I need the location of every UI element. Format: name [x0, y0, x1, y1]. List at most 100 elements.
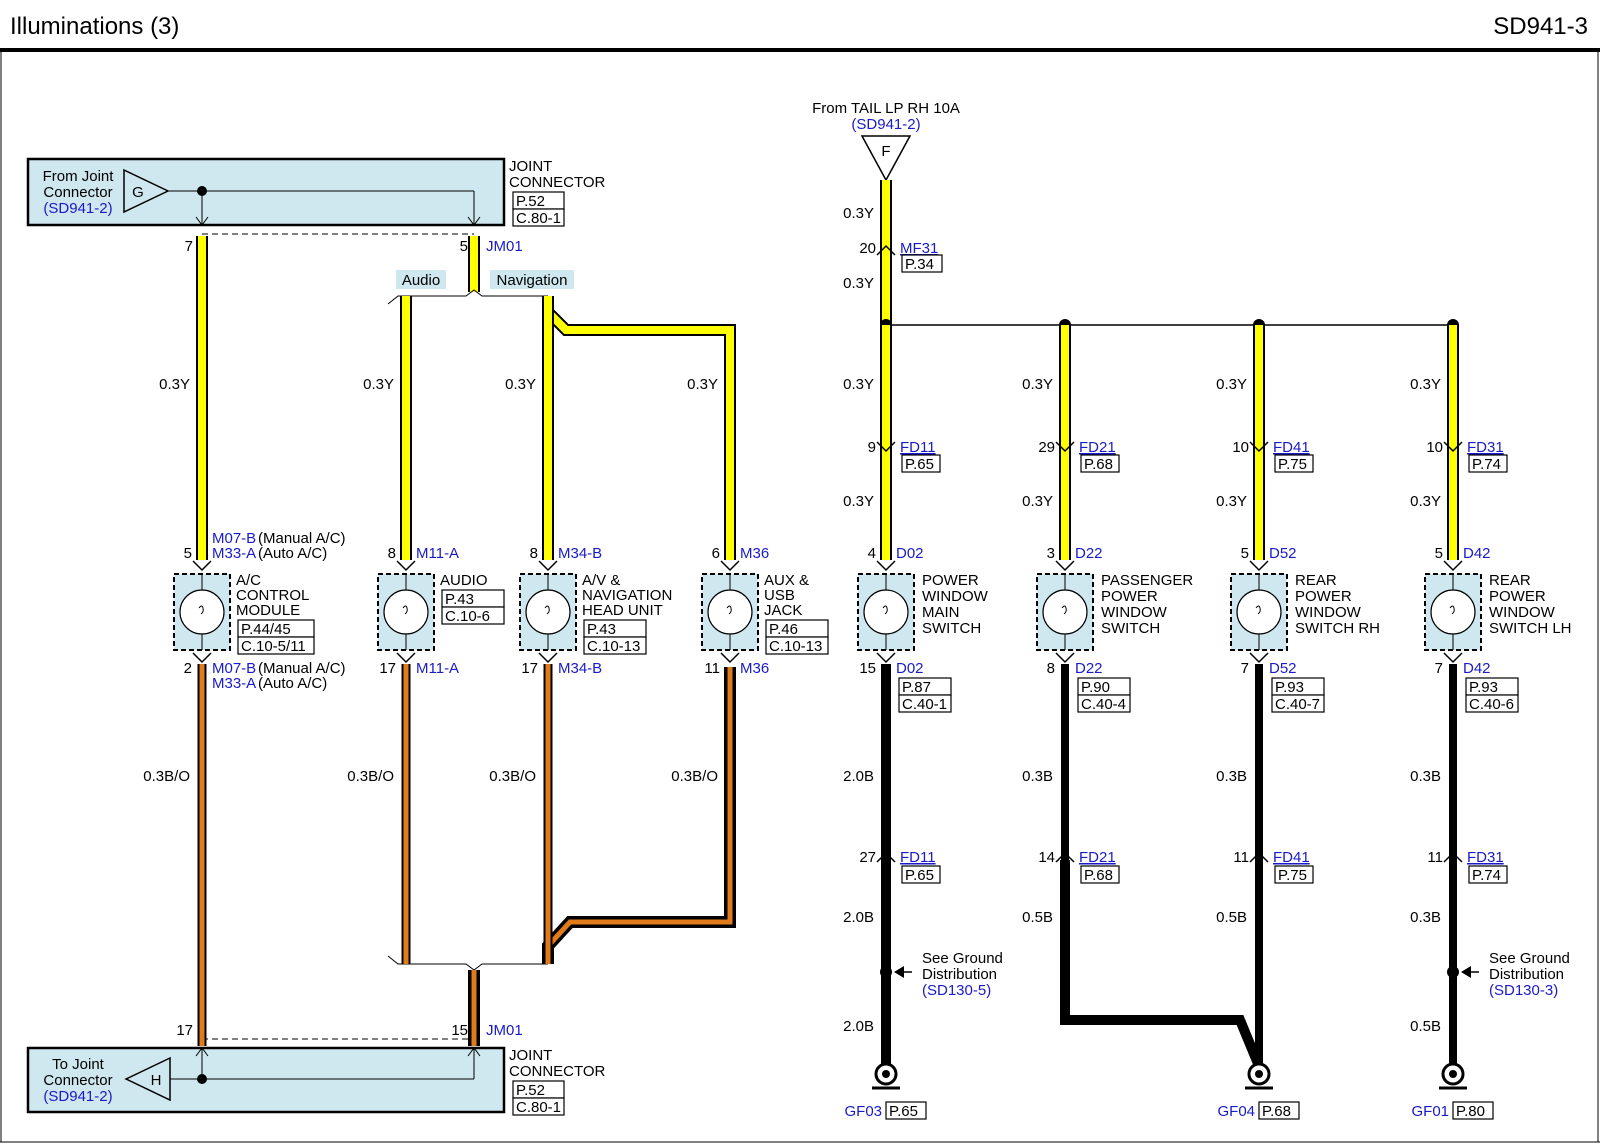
component-conn[interactable]: C.40-1: [902, 696, 947, 713]
see-ground-ref[interactable]: (SD130-5): [922, 982, 991, 999]
pin-number: 11: [1233, 849, 1249, 866]
connector-id[interactable]: D02: [896, 545, 924, 562]
connector-id[interactable]: FD11: [900, 849, 936, 866]
connector-id[interactable]: FD21: [1079, 439, 1116, 456]
connector-page[interactable]: P.68: [1084, 456, 1113, 473]
connector-id[interactable]: FD31: [1467, 849, 1504, 866]
ground-page-box: [1258, 1101, 1300, 1120]
wire-spec: 2.0B: [843, 768, 874, 785]
ground-id[interactable]: GF03: [844, 1103, 882, 1120]
splice-dot: [880, 966, 892, 978]
connector-page-box: [901, 254, 943, 273]
connector-page[interactable]: P.75: [1278, 456, 1307, 473]
pin-number: 7: [185, 238, 193, 255]
component-conn[interactable]: C.40-6: [1469, 696, 1514, 713]
connector-id[interactable]: FD31: [1467, 439, 1504, 456]
component-page[interactable]: P.46: [769, 621, 798, 638]
component-name: SWITCH: [1101, 620, 1160, 637]
joint-conn[interactable]: C.80-1: [516, 210, 561, 227]
connector-page[interactable]: P.65: [905, 456, 934, 473]
ground-id[interactable]: GF04: [1217, 1103, 1255, 1120]
connector-id[interactable]: D42: [1463, 545, 1491, 562]
signal-letter-h: H: [151, 1072, 162, 1089]
connector-page-box: [1080, 454, 1120, 473]
joint-connector-box: [26, 1046, 506, 1114]
connector-page[interactable]: P.68: [1084, 867, 1113, 884]
from-joint-ref[interactable]: (SD941-2): [43, 200, 112, 217]
component-page[interactable]: P.93: [1275, 679, 1304, 696]
component-name: AUDIO: [440, 572, 488, 589]
see-ground-ref[interactable]: (SD130-3): [1489, 982, 1558, 999]
ground-page[interactable]: P.80: [1456, 1103, 1485, 1120]
wire-spec: 0.3Y: [843, 275, 874, 292]
component-conn[interactable]: C.10-5/11: [241, 638, 306, 655]
wire-spec: 0.3Y: [687, 376, 718, 393]
joint-page[interactable]: P.52: [516, 1082, 545, 1099]
ground-page[interactable]: P.68: [1262, 1103, 1291, 1120]
ground-page[interactable]: P.65: [889, 1103, 918, 1120]
connector-id[interactable]: JM01: [486, 238, 523, 255]
component-page[interactable]: P.90: [1081, 679, 1110, 696]
connector-page[interactable]: P.65: [905, 867, 934, 884]
connector-page-box: [901, 454, 941, 473]
component-page[interactable]: P.43: [445, 591, 474, 608]
component-conn[interactable]: C.10-13: [587, 638, 640, 655]
wire-spec: 0.3Y: [843, 376, 874, 393]
pointer-arrow-icon: [894, 966, 904, 978]
connector-id[interactable]: D52: [1269, 660, 1297, 677]
connector-id[interactable]: M36: [740, 660, 769, 677]
wire-spec: 0.3Y: [159, 376, 190, 393]
component-page[interactable]: P.43: [587, 621, 616, 638]
component-conn[interactable]: C.10-13: [769, 638, 822, 655]
component-conn-box: [237, 636, 315, 655]
header-rule: [0, 48, 1600, 52]
component-page[interactable]: P.93: [1469, 679, 1498, 696]
connector-id[interactable]: FD21: [1079, 849, 1116, 866]
connector-id[interactable]: M11-A: [416, 545, 459, 562]
connector-id[interactable]: JM01: [486, 1022, 523, 1039]
connector-chevron-icon: [1055, 851, 1075, 863]
connector-id[interactable]: D02: [896, 660, 924, 677]
connector-page[interactable]: P.75: [1278, 867, 1307, 884]
connector-id[interactable]: M34-B: [558, 660, 602, 677]
connector-id[interactable]: M07-B: [212, 530, 256, 547]
connector-page[interactable]: P.34: [905, 256, 934, 273]
connector-page-box: [1274, 454, 1314, 473]
joint-name-1: JOINT: [509, 1047, 552, 1064]
arrow-head: [467, 216, 481, 226]
pin-number: 14: [1038, 849, 1055, 866]
to-joint-ref[interactable]: (SD941-2): [43, 1088, 112, 1105]
joint-conn[interactable]: C.80-1: [516, 1099, 561, 1116]
connector-id[interactable]: D52: [1269, 545, 1297, 562]
connector-page[interactable]: P.74: [1472, 456, 1501, 473]
connector-id[interactable]: MF31: [900, 240, 938, 257]
joint-page[interactable]: P.52: [516, 193, 545, 210]
ground-id[interactable]: GF01: [1411, 1103, 1449, 1120]
connector-id[interactable]: M36: [740, 545, 769, 562]
option-tag-navigation: [490, 270, 574, 289]
connector-id[interactable]: FD11: [900, 439, 936, 456]
component-conn[interactable]: C.40-7: [1275, 696, 1320, 713]
connector-id[interactable]: D22: [1075, 545, 1103, 562]
connector-id[interactable]: M33-A: [212, 675, 256, 692]
from-joint-label-1: From Joint: [43, 168, 115, 185]
connector-id[interactable]: M11-A: [416, 660, 459, 677]
connector-id[interactable]: D22: [1075, 660, 1103, 677]
connector-id[interactable]: M33-A: [212, 545, 256, 562]
component-name: SWITCH RH: [1295, 620, 1380, 637]
connector-id[interactable]: D42: [1463, 660, 1491, 677]
component-conn[interactable]: C.40-4: [1081, 696, 1126, 713]
component-conn[interactable]: C.10-6: [445, 608, 490, 625]
wire-spec: 0.3B: [1216, 768, 1247, 785]
connector-id[interactable]: M34-B: [558, 545, 602, 562]
connector-id[interactable]: M07-B: [212, 660, 256, 677]
component-page[interactable]: P.44/45: [241, 621, 291, 638]
connector-id[interactable]: FD41: [1273, 849, 1310, 866]
connector-page[interactable]: P.74: [1472, 867, 1501, 884]
component-name: JACK: [764, 602, 802, 619]
pin-number: 10: [1426, 439, 1443, 456]
connector-id[interactable]: FD41: [1273, 439, 1310, 456]
source-ref[interactable]: (SD941-2): [851, 116, 920, 133]
component-page[interactable]: P.87: [902, 679, 931, 696]
ground-page-box: [1452, 1101, 1494, 1120]
